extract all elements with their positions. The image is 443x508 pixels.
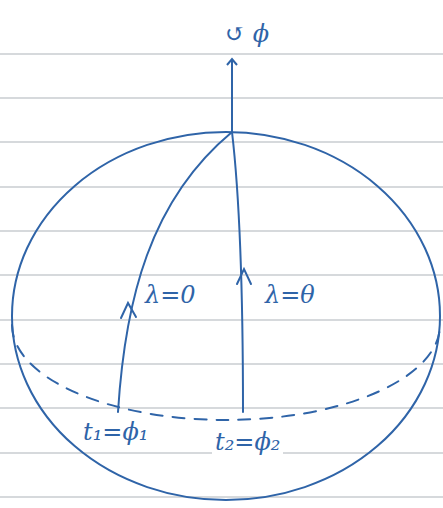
- meridian-line: [118, 132, 232, 412]
- longitude-label: λ=0: [142, 281, 199, 310]
- meridian-line: [232, 132, 243, 412]
- equator-dashed: [12, 325, 440, 420]
- ruled-lines: [0, 54, 443, 497]
- time-label: t₂=ϕ₂: [212, 428, 283, 457]
- time-label: t₁=ϕ₁: [80, 418, 151, 447]
- meridian-arrowhead: [237, 269, 251, 284]
- rotation-label: ↺ ϕ: [222, 20, 272, 49]
- longitude-label: λ=θ: [262, 281, 318, 310]
- sphere-outline: [12, 132, 440, 500]
- rotation-axis: [231, 60, 233, 132]
- meridian-arrowhead: [121, 303, 136, 318]
